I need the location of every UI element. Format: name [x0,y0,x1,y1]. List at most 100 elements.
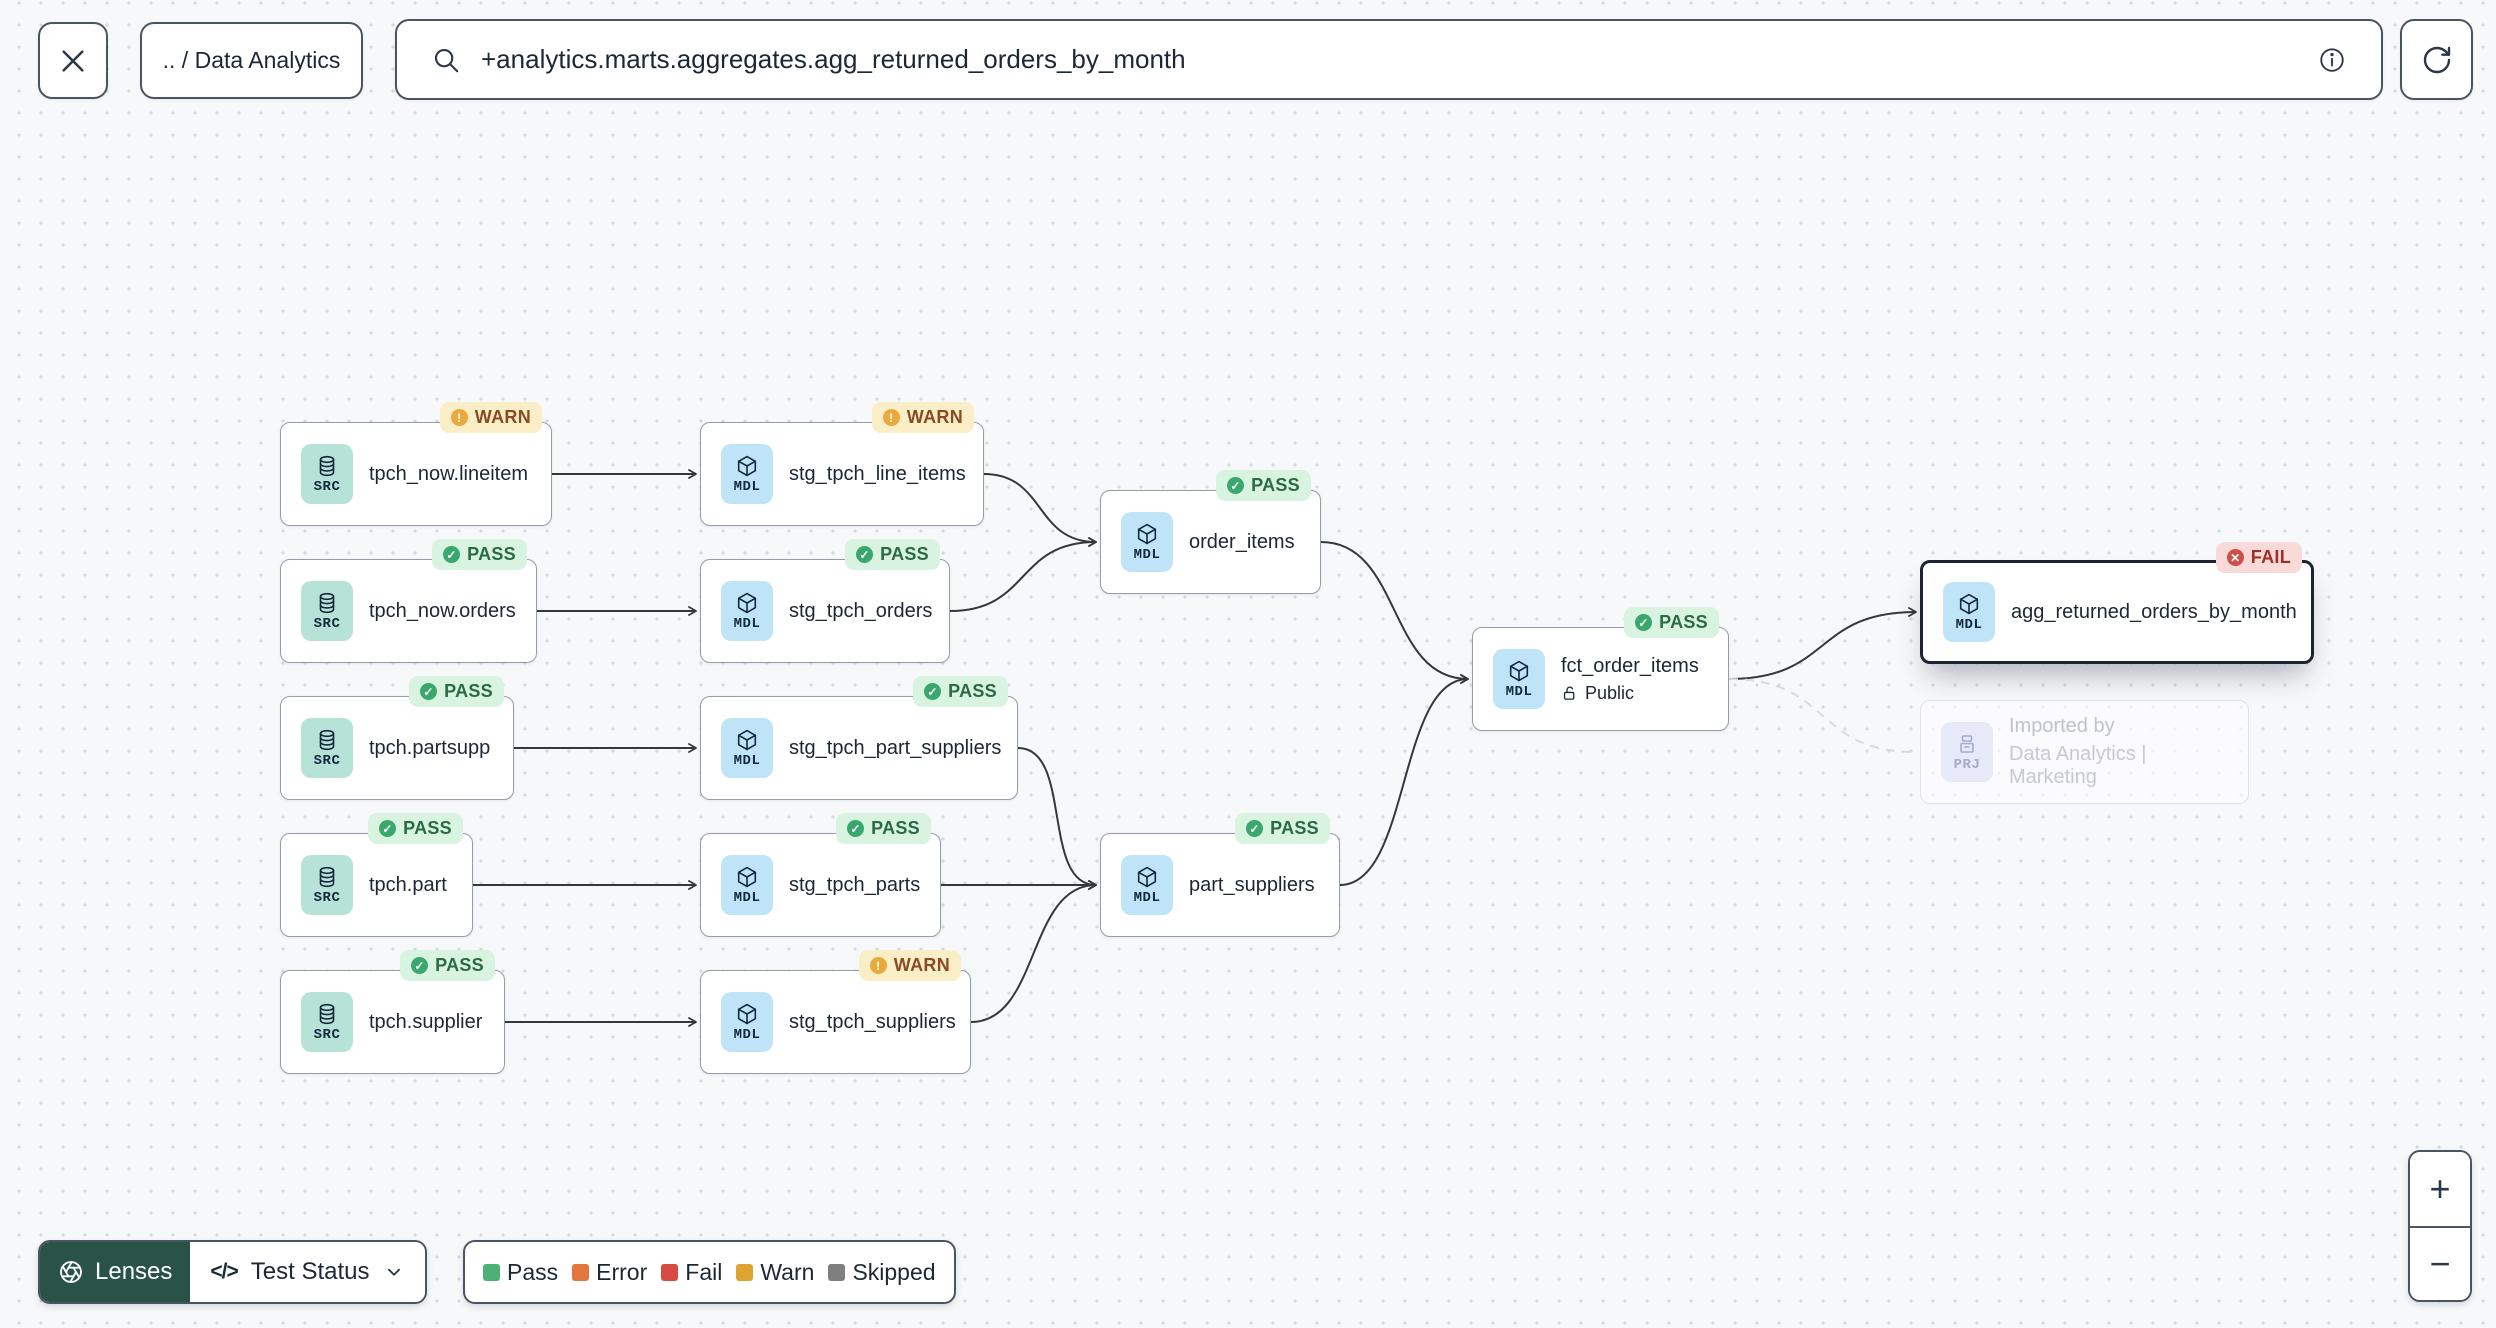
status-badge-pass: ✓PASS [1624,607,1719,638]
status-badge-pass: ✓ PASS [1216,470,1311,501]
node-label: tpch_now.lineitem [369,462,528,485]
node-label: stg_tpch_part_suppliers [789,736,1002,759]
lineage-edge [1339,674,1469,886]
refresh-button[interactable] [2400,19,2473,100]
database-icon [319,592,335,613]
status-dot-icon: ✓ [411,957,429,974]
node-label: fct_order_items [1561,654,1699,677]
status-badge-label: PASS [435,955,484,975]
legend-label: Pass [507,1258,559,1285]
status-dot-icon: ! [450,409,468,426]
database-icon [319,455,335,476]
node-type-label: MDL [733,478,761,495]
node-type-label: SRC [313,752,341,769]
status-badge-pass: ✓ PASS [845,539,940,570]
status-badge-label: PASS [1251,475,1300,495]
status-badge-pass: ✓PASS [1235,813,1330,844]
project-icon [1960,734,1974,753]
status-dot-icon: ✓ [379,820,397,837]
close-icon [57,45,89,77]
graph-node-imported_by[interactable]: PRJ Imported by Data Analytics | Marketing [1920,700,2249,804]
cube-icon [737,592,757,613]
status-badge-warn: !WARN [871,402,974,433]
node-sublabel: Data Analytics | Marketing [2009,743,2147,788]
node-type-label: MDL [733,615,761,632]
legend-item-pass: Pass [483,1259,558,1286]
status-dot-icon: ✓ [1635,614,1653,631]
lineage-edge [1017,747,1097,890]
node-type-tile: PRJ [1941,722,1993,782]
database-icon [319,1003,335,1024]
status-badge-label: WARN [474,407,531,427]
node-label: agg_returned_orders_by_month [2011,600,2297,623]
info-icon[interactable] [2317,45,2347,75]
node-type-label: MDL [733,752,761,769]
lineage-edge [949,537,1097,612]
legend-swatch-icon [828,1263,846,1281]
graph-node-tpch.supplier[interactable]: ✓ PASS SRC tpch.supplier [280,950,505,1074]
status-dot-icon: ✓ [856,546,874,563]
search-bar[interactable] [395,19,2383,100]
search-input[interactable] [479,43,2299,76]
lens-selector[interactable]: </> Test Status [190,1242,425,1302]
graph-node-tpch_now.lineitem[interactable]: ! WARN SRC tpch_now.lineitem [280,402,552,526]
node-type-tile: MDL [721,718,773,778]
node-type-tile: SRC [301,718,353,778]
node-sublabel: Public [1561,683,1699,704]
node-label: tpch.partsupp [369,736,491,759]
status-badge-label: PASS [403,818,452,838]
unlock-icon [1563,686,1575,700]
status-dot-icon: ✓ [420,683,438,700]
aperture-icon [58,1259,84,1285]
node-label: stg_tpch_parts [789,873,921,896]
database-icon [319,729,335,750]
lineage-edge [983,473,1097,547]
status-badge-pass: ✓PASS [409,676,504,707]
legend-label: Error [596,1258,648,1285]
legend-item-error: Error [572,1259,647,1286]
legend-swatch-icon [661,1263,679,1281]
lineage-edge [970,880,1097,1023]
status-dot-icon: ✕ [2226,549,2244,566]
node-type-tile: MDL [1121,512,1173,572]
zoom-out-button[interactable]: − [2410,1226,2470,1300]
node-type-label: MDL [1133,889,1161,906]
node-type-label: SRC [313,478,341,495]
status-dot-icon: ✓ [443,546,461,563]
node-type-tile: MDL [721,444,773,504]
node-label: Imported by [2009,715,2115,737]
node-type-tile: MDL [721,992,773,1052]
breadcrumb-button[interactable]: .. / Data Analytics [140,22,363,99]
graph-node-tpch.partsupp[interactable]: ✓PASS SRC tpch.partsupp [280,676,514,800]
status-dot-icon: ! [869,957,887,974]
lineage-edge [1320,541,1469,684]
zoom-in-button[interactable]: + [2410,1152,2470,1226]
node-label: tpch.supplier [369,1010,483,1033]
status-badge-label: PASS [880,544,929,564]
status-badge-label: PASS [871,818,920,838]
chevron-down-icon [383,1261,405,1283]
legend-swatch-icon [483,1263,500,1281]
lenses-button[interactable]: Lenses [40,1242,191,1302]
cube-icon [1137,866,1157,887]
node-label: tpch_now.orders [369,599,516,622]
status-dot-icon: ✓ [1227,477,1245,494]
close-button[interactable] [38,22,108,99]
node-type-label: PRJ [1953,756,1981,773]
node-type-label: SRC [313,1026,341,1043]
node-type-label: MDL [733,1026,761,1043]
node-type-label: MDL [733,889,761,906]
status-dot-icon: ! [882,409,900,426]
